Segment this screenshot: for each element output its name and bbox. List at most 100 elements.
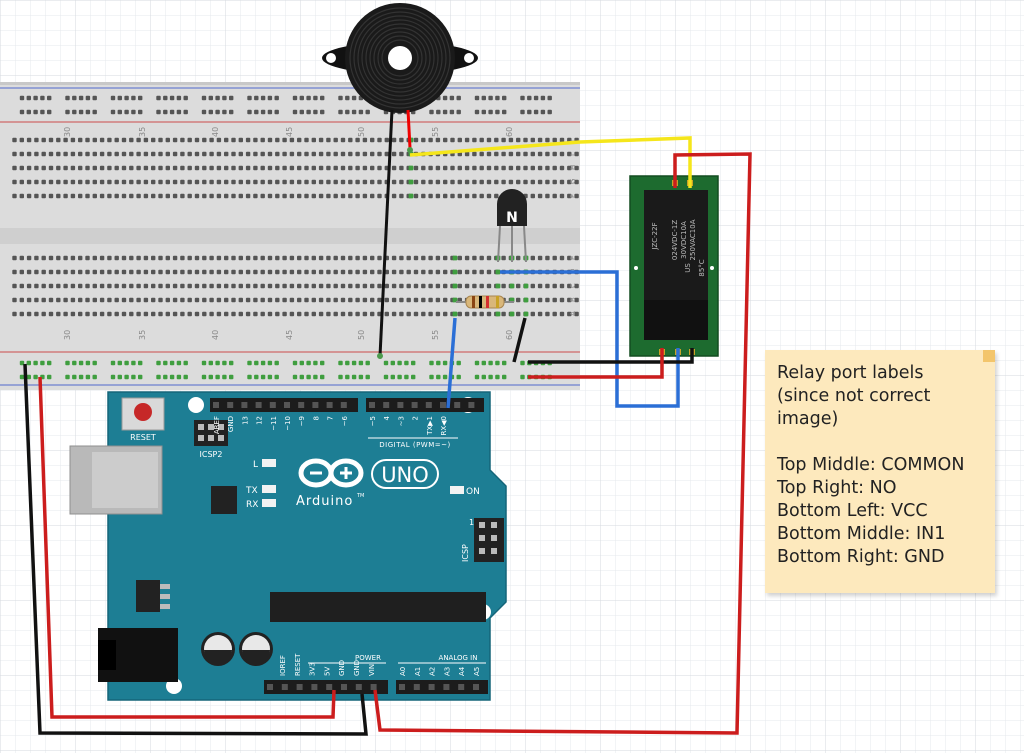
breadboard-hole xyxy=(289,283,295,289)
breadboard-hole xyxy=(231,193,236,199)
column-number-top: 45 xyxy=(285,127,294,137)
breadboard-hole xyxy=(143,283,149,289)
breadboard-hole xyxy=(275,269,280,275)
breadboard-hole xyxy=(158,283,163,289)
breadboard-hole xyxy=(399,151,404,157)
breadboard-hole xyxy=(34,311,39,317)
breadboard-hole xyxy=(48,311,54,317)
breadboard-hole xyxy=(56,255,61,261)
breadboard-hole xyxy=(92,269,97,275)
breadboard-hole xyxy=(34,193,39,199)
breadboard-hole xyxy=(464,269,470,275)
breadboard-hole xyxy=(362,193,368,199)
breadboard-hole xyxy=(231,151,236,157)
breadboard-hole xyxy=(479,311,484,317)
breadboard-hole xyxy=(222,360,227,366)
breadboard-hole xyxy=(65,95,70,101)
breadboard-hole xyxy=(413,283,419,289)
breadboard-hole xyxy=(474,360,480,366)
breadboard-hole xyxy=(320,374,325,380)
breadboard-hole xyxy=(486,137,492,143)
breadboard-hole xyxy=(34,165,39,171)
breadboard-hole xyxy=(289,255,295,261)
breadboard-hole xyxy=(351,109,357,115)
breadboard-hole xyxy=(348,255,353,261)
analog-label: ANALOG IN xyxy=(439,654,478,662)
breadboard-hole xyxy=(245,193,251,199)
breadboard-hole xyxy=(151,151,156,157)
breadboard-hole xyxy=(33,95,38,101)
breadboard-hole xyxy=(370,193,375,199)
breadboard-hole xyxy=(19,311,24,317)
breadboard-hole xyxy=(345,360,350,366)
breadboard-hole xyxy=(194,297,200,303)
relay-marking: 250VAC10A xyxy=(689,219,697,260)
breadboard-hole xyxy=(540,109,546,115)
breadboard-hole xyxy=(545,151,550,157)
breadboard-hole xyxy=(26,374,31,380)
breadboard-hole xyxy=(464,255,470,261)
breadboard-hole xyxy=(520,109,525,115)
breadboard-hole xyxy=(318,269,324,275)
breadboard-hole xyxy=(260,269,265,275)
breadboard-hole xyxy=(348,179,353,185)
breadboard-hole xyxy=(85,374,91,380)
breadboard-hole xyxy=(345,95,350,101)
header-pin xyxy=(213,402,219,408)
breadboard-hole xyxy=(297,137,302,143)
breadboard-hole xyxy=(136,165,141,171)
breadboard-hole xyxy=(260,137,265,143)
breadboard-hole xyxy=(48,269,54,275)
breadboard-hole xyxy=(479,255,484,261)
breadboard-hole xyxy=(304,137,309,143)
capacitor-icon xyxy=(239,632,273,666)
reset-button[interactable] xyxy=(134,403,152,421)
breadboard-hole xyxy=(180,193,185,199)
breadboard-hole xyxy=(19,360,25,366)
breadboard-hole xyxy=(238,179,243,185)
breadboard-hole xyxy=(472,269,477,275)
usb-chip xyxy=(211,486,237,514)
breadboard-hole xyxy=(26,109,31,115)
header-pin xyxy=(312,402,319,408)
breadboard-hole xyxy=(488,109,493,115)
note-port-bottom-left: Bottom Left: VCC xyxy=(777,501,928,521)
breadboard-hole xyxy=(26,283,32,289)
icsp-header xyxy=(474,518,504,562)
breadboard-hole xyxy=(274,109,279,115)
breadboard-hole xyxy=(47,374,52,380)
breadboard-hole xyxy=(26,95,31,101)
breadboard-hole xyxy=(202,269,207,275)
breadboard-hole xyxy=(479,151,484,157)
breadboard-hole xyxy=(201,374,207,380)
capacitor-icon xyxy=(201,632,235,666)
breadboard-hole xyxy=(194,179,200,185)
led-rx-label: RX xyxy=(246,500,258,510)
header-pin xyxy=(383,402,390,408)
breadboard-hole xyxy=(215,109,220,115)
breadboard-hole xyxy=(520,374,525,380)
breadboard-hole xyxy=(124,360,129,366)
digital-pin-label: RX◀0 xyxy=(440,416,448,436)
note-heading-line-1: Relay port labels xyxy=(777,363,924,383)
breadboard-hole xyxy=(358,109,364,115)
breadboard-hole xyxy=(318,283,324,289)
breadboard-hole xyxy=(567,179,572,185)
breadboard-hole xyxy=(180,165,185,171)
breadboard-hole xyxy=(107,151,112,157)
digital-label: DIGITAL (PWM=~) xyxy=(379,441,450,449)
breadboard-hole xyxy=(85,297,90,303)
breadboard-hole xyxy=(229,109,234,115)
header-pin xyxy=(370,684,377,690)
breadboard-hole xyxy=(245,137,251,143)
column-number-top: 35 xyxy=(138,127,147,137)
npn-transistor: N xyxy=(497,189,527,263)
breadboard-hole xyxy=(567,193,572,199)
breadboard-hole xyxy=(520,360,525,366)
breadboard-hole xyxy=(365,109,370,115)
breadboard-hole xyxy=(110,109,116,115)
breadboard-hole xyxy=(202,137,207,143)
breadboard-hole xyxy=(282,179,287,185)
header-pin xyxy=(284,402,290,408)
